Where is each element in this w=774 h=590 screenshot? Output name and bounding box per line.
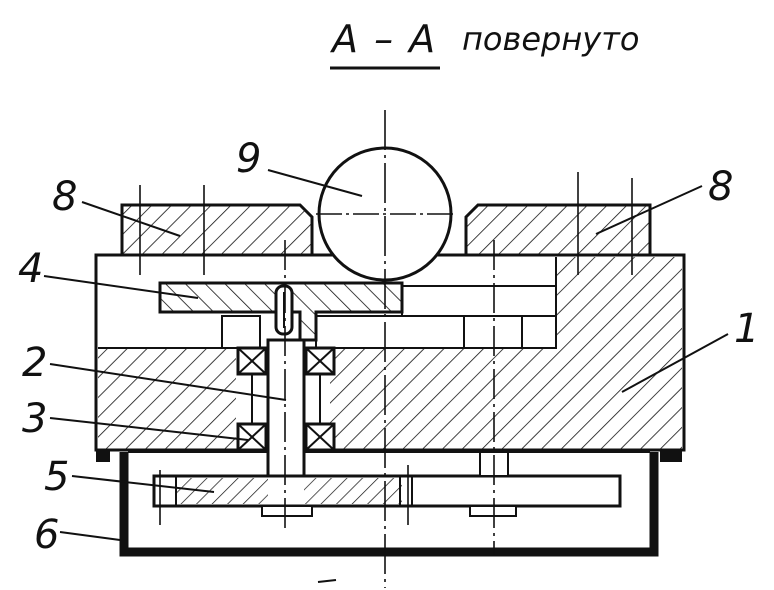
label-2: 2 [22, 340, 47, 386]
label-9: 9 [236, 136, 261, 182]
base-1-lower-right [330, 348, 682, 450]
base-1-lower-left [98, 348, 236, 450]
leader-3 [49, 417, 249, 441]
label-4: 4 [18, 246, 43, 292]
label-3: 3 [22, 396, 47, 442]
shaft-2 [266, 338, 306, 482]
base-foot-right [660, 450, 682, 462]
leader-9 [267, 169, 363, 197]
clamp-8-left [120, 203, 314, 257]
leader-1 [621, 333, 729, 393]
label-8-left: 8 [52, 174, 77, 220]
gear-hub [268, 478, 304, 504]
leader-4 [43, 275, 199, 299]
leader-8-right [595, 185, 703, 235]
bearing-3-upper-right [304, 346, 336, 376]
bearing-3-upper-left [236, 346, 268, 376]
section-title: А – А [329, 17, 437, 61]
housing-6 [119, 452, 659, 557]
base-foot-left [96, 450, 110, 462]
label-6: 6 [34, 512, 59, 558]
clamp-8-right [464, 203, 652, 257]
bottom-mark [317, 579, 337, 583]
label-5: 5 [44, 454, 69, 500]
section-subtitle: повернуто [462, 20, 639, 58]
leader-2 [49, 363, 287, 401]
leader-8-left [81, 201, 181, 237]
screw-head-left [261, 505, 313, 517]
leader-6 [59, 531, 121, 541]
base-1-right-block [556, 257, 682, 348]
label-8-right: 8 [708, 164, 733, 210]
bearing-3-lower-left [236, 422, 268, 452]
bearing-3-lower-right [304, 422, 336, 452]
screw-head-right [469, 505, 517, 517]
leader-5 [71, 475, 215, 493]
label-1: 1 [734, 306, 759, 352]
